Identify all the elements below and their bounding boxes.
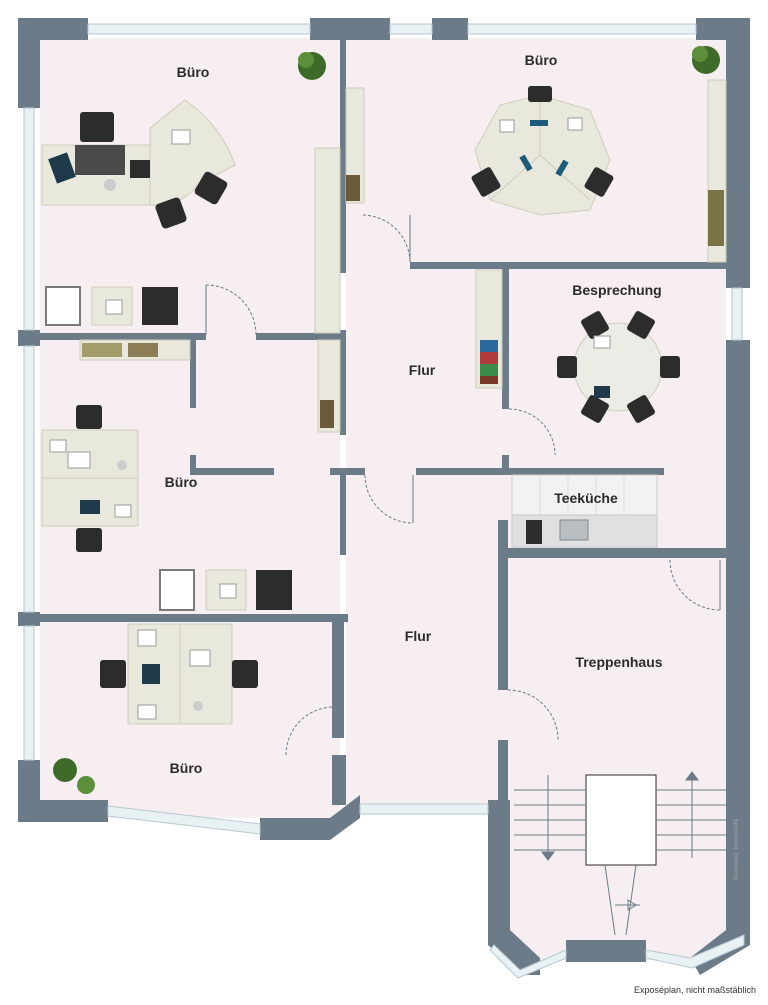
- interior-walls: [18, 38, 726, 805]
- room-label-hall-lower: Flur: [404, 628, 432, 644]
- illustration-credit: Illustration: ImmoGrafik: [734, 818, 740, 880]
- windows: [23, 23, 745, 979]
- staircase: [514, 771, 726, 936]
- binders: [82, 175, 724, 428]
- plan-caption: Exposéplan, nicht maßstäblich: [633, 985, 756, 995]
- room-label-stairwell: Treppenhaus: [575, 654, 663, 670]
- desk-office-top-left: [41, 99, 236, 229]
- kitchen-counter: [511, 474, 658, 548]
- room-label-office-middle-left: Büro: [164, 474, 198, 490]
- lounge-top-left: [45, 286, 178, 326]
- desk-cluster-top-right: [471, 86, 614, 216]
- meeting-table: [557, 311, 680, 423]
- room-label-office-bottom-left: Büro: [169, 760, 203, 776]
- plants: [53, 46, 720, 794]
- desk-office-bottom-left: [100, 623, 258, 725]
- room-label-kitchen: Teeküche: [554, 490, 618, 506]
- room-label-office-top-left: Büro: [176, 64, 210, 80]
- room-label-office-top-right: Büro: [524, 52, 558, 68]
- doors: [205, 214, 721, 756]
- desk-office-middle-left: [41, 405, 139, 552]
- lounge-middle: [159, 569, 292, 611]
- room-label-hall-upper: Flur: [408, 362, 436, 378]
- room-label-meeting: Besprechung: [572, 282, 662, 298]
